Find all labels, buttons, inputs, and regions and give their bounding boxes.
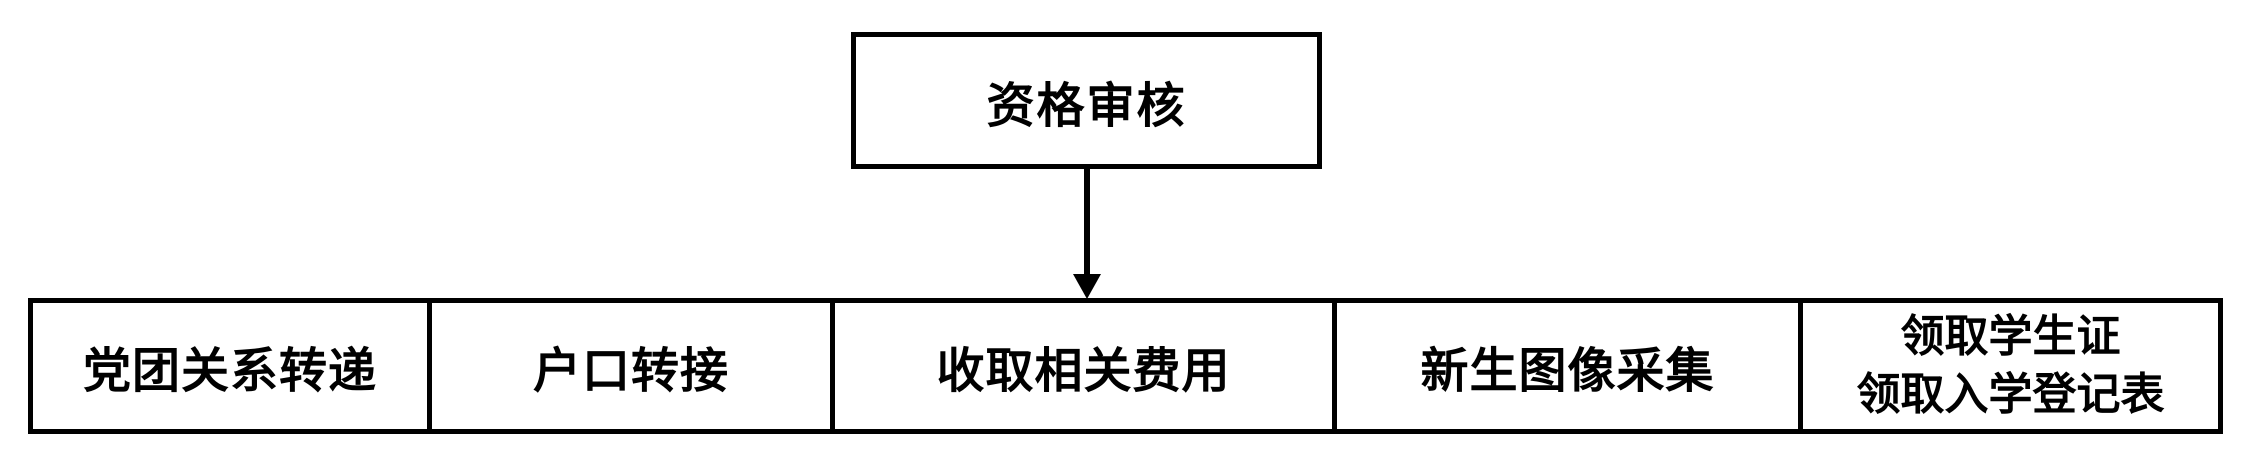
flow-cell-label: 户口转接 — [532, 345, 729, 398]
flow-cell-label: 新生图像采集 — [1420, 345, 1715, 398]
flow-cell-label: 党团关系转递 — [82, 345, 377, 398]
flow-cell-label-line-2: 领取入学登记表 — [1856, 370, 2165, 419]
flow-cell-household-registration-transfer: 户口转接 — [432, 303, 835, 429]
flow-cell-student-id-and-registration-form: 领取学生证 领取入学登记表 — [1803, 303, 2218, 429]
flow-cell-new-student-image-capture: 新生图像采集 — [1337, 303, 1803, 429]
flow-step-row: 党团关系转递 户口转接 收取相关费用 新生图像采集 领取学生证 领取入学登记表 — [28, 298, 2223, 434]
flow-cell-label-line-1: 领取学生证 — [1900, 312, 2121, 361]
flow-cell-party-league-transfer: 党团关系转递 — [33, 303, 432, 429]
flow-box-label: 资格审核 — [986, 79, 1187, 133]
flow-cell-label: 收取相关费用 — [936, 345, 1231, 398]
flow-box-qualification-review: 资格审核 — [851, 32, 1322, 169]
down-arrow-icon — [1073, 168, 1101, 299]
flow-cell-fee-collection: 收取相关费用 — [835, 303, 1337, 429]
